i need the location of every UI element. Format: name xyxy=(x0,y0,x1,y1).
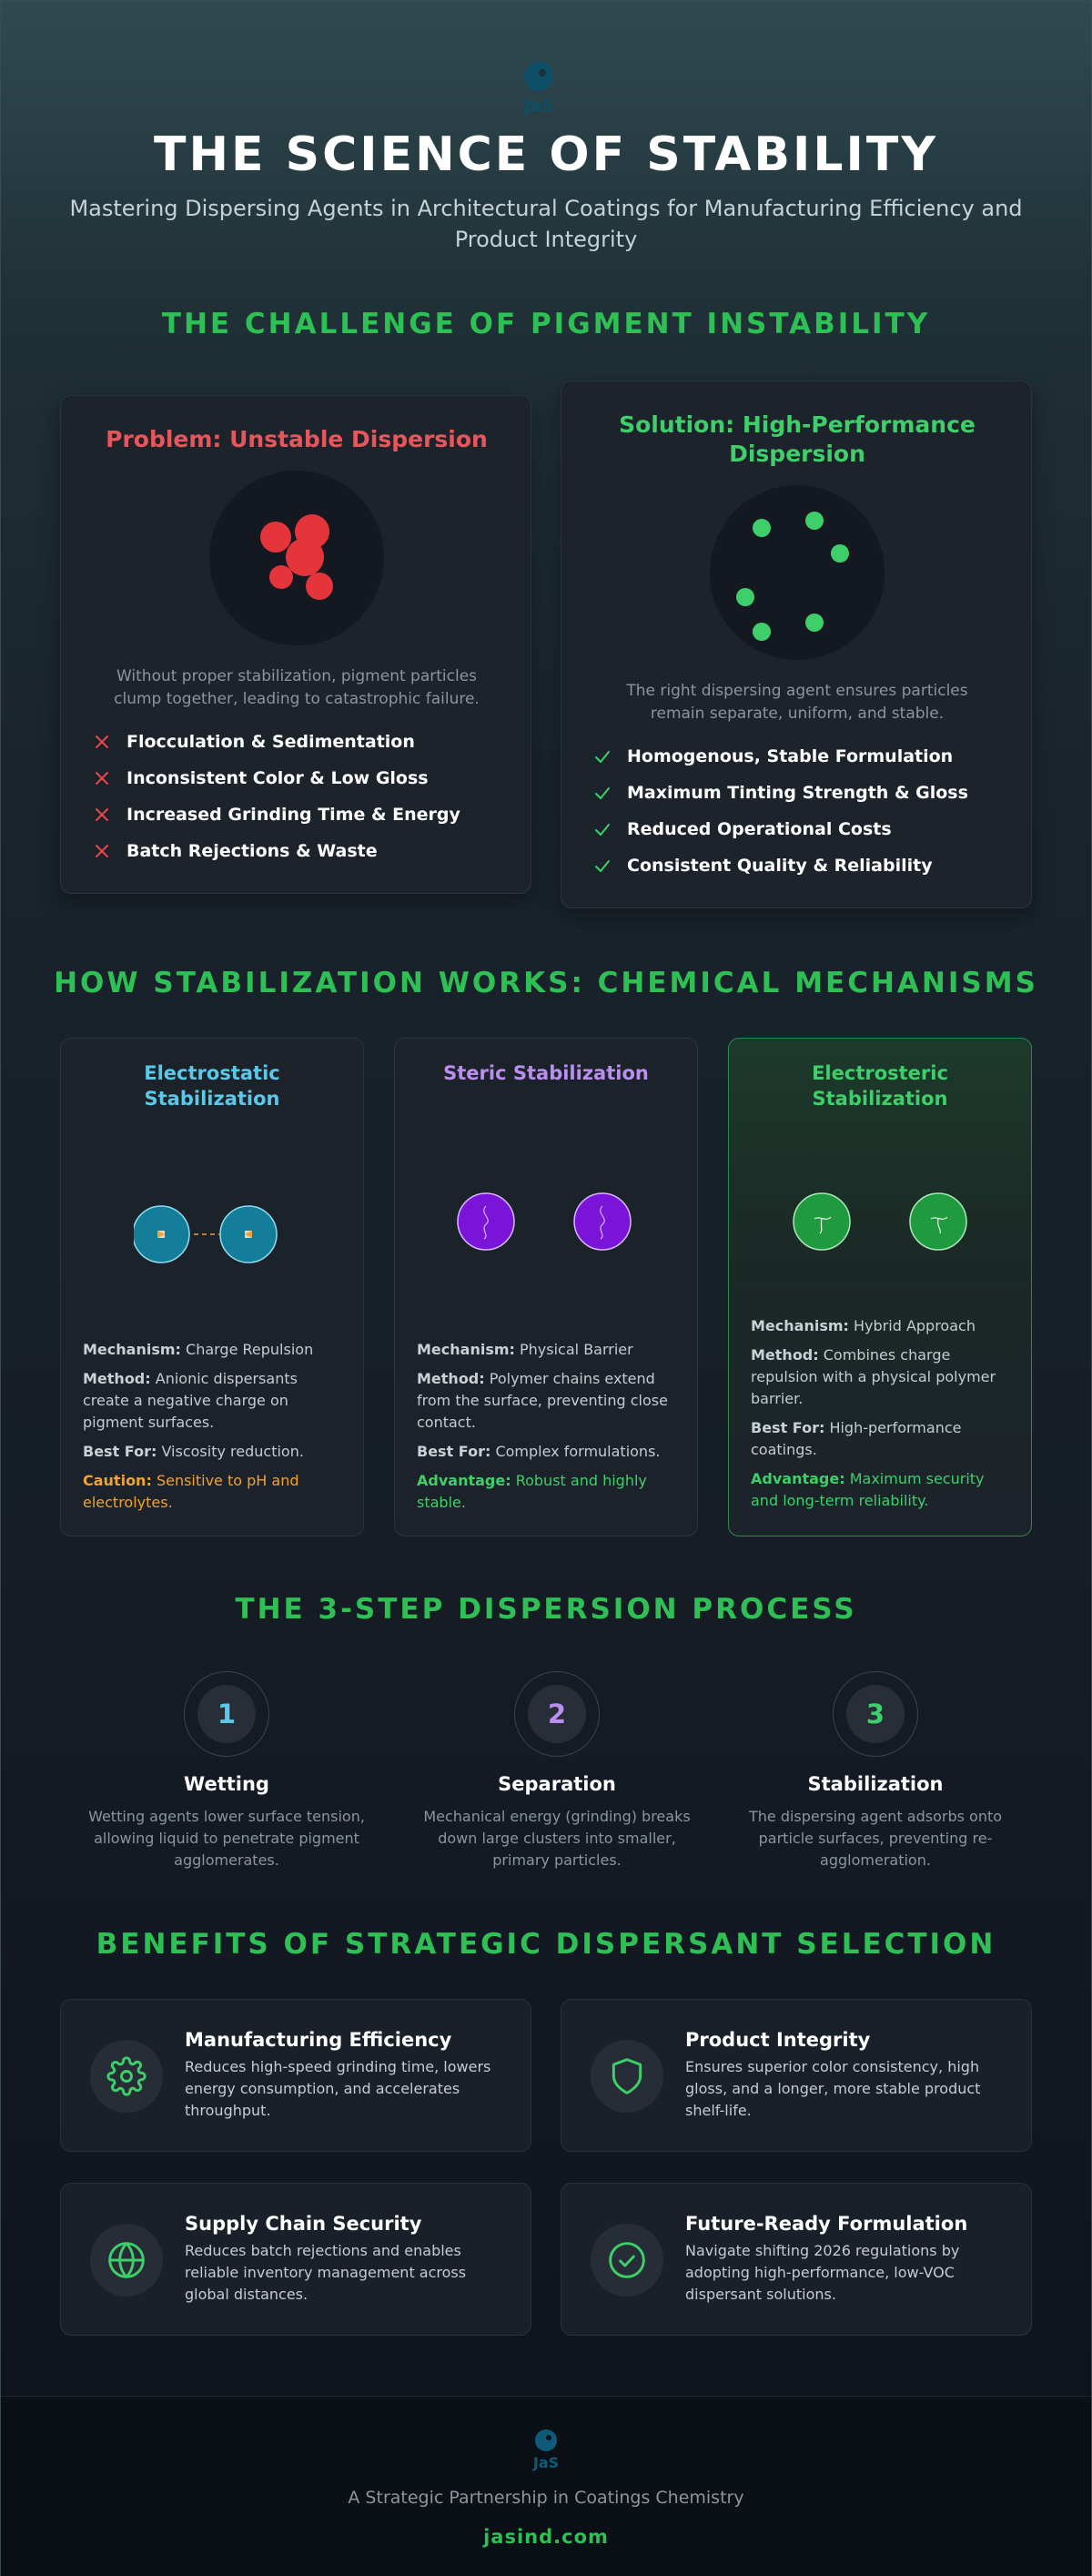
benefit-card-manufacturing: Manufacturing Efficiency Reduces high-sp… xyxy=(60,1999,531,2152)
step-3-title: Stabilization xyxy=(807,1773,944,1795)
benefit-description: Reduces high-speed grinding time, lowers… xyxy=(185,2058,491,2119)
step-1-badge: 1 xyxy=(184,1671,269,1757)
section-title-mechanisms: HOW STABILIZATION WORKS: CHEMICAL MECHAN… xyxy=(54,967,1038,999)
logo-top: JaS xyxy=(511,56,566,117)
benefit-description: Reduces batch rejections and enables rel… xyxy=(185,2242,467,2303)
globe-icon xyxy=(90,2224,163,2297)
problem-card: Problem: Unstable Dispersion Without pro… xyxy=(60,395,531,894)
x-icon xyxy=(96,808,108,821)
steric-illustration xyxy=(457,1192,632,1251)
footer-tagline: A Strategic Partnership in Coatings Chem… xyxy=(348,2488,744,2508)
solution-card: Solution: High-Performance Dispersion Th… xyxy=(561,380,1032,908)
list-item: Reduced Operational Costs xyxy=(592,811,968,847)
steric-card: Steric Stabilization Mechanism: Physical… xyxy=(394,1038,698,1536)
check-icon xyxy=(595,824,610,836)
section-title-process: THE 3-STEP DISPERSION PROCESS xyxy=(235,1593,857,1626)
x-icon xyxy=(96,735,108,748)
problem-title: Problem: Unstable Dispersion xyxy=(106,426,488,452)
check-icon xyxy=(595,787,610,799)
problem-description: Without proper stabilization, pigment pa… xyxy=(114,667,480,708)
solution-description: The right dispersing agent ensures parti… xyxy=(626,682,968,723)
step-3-badge: 3 xyxy=(833,1671,918,1757)
step-2-badge: 2 xyxy=(514,1671,600,1757)
shield-icon xyxy=(591,2040,663,2113)
check-circle-icon xyxy=(591,2224,663,2297)
list-item: Homogenous, Stable Formulation xyxy=(592,738,968,775)
electrosteric-title: Electrosteric Stabilization xyxy=(812,1062,948,1110)
footer-logo: JaS xyxy=(532,2429,559,2471)
list-item: Inconsistent Color & Low Gloss xyxy=(92,760,460,796)
step-2-description: Mechanical energy (grinding) breaks down… xyxy=(423,1808,691,1869)
check-icon xyxy=(595,751,610,763)
list-item: Consistent Quality & Reliability xyxy=(592,847,968,884)
electrostatic-title: Electrostatic Stabilization xyxy=(144,1062,280,1110)
problem-list: Flocculation & Sedimentation Inconsisten… xyxy=(92,724,460,869)
benefit-description: Ensures superior color consistency, high… xyxy=(685,2058,981,2119)
list-item: Maximum Tinting Strength & Gloss xyxy=(592,775,968,811)
step-1-title: Wetting xyxy=(184,1773,269,1795)
electrosteric-details: Mechanism: Hybrid Approach Method: Combi… xyxy=(751,1317,996,1509)
page-title: THE SCIENCE OF STABILITY xyxy=(154,127,938,182)
electrosteric-illustration xyxy=(793,1192,967,1251)
stable-particles-illustration xyxy=(710,485,885,660)
footer-logo-text: JaS xyxy=(532,2454,559,2471)
benefit-title: Future-Ready Formulation xyxy=(685,2213,968,2235)
footer-url-link[interactable]: jasind.com xyxy=(483,2526,609,2548)
x-icon xyxy=(96,845,108,857)
benefit-card-integrity: Product Integrity Ensures superior color… xyxy=(561,1999,1032,2152)
benefit-title: Product Integrity xyxy=(685,2029,871,2051)
benefit-title: Supply Chain Security xyxy=(185,2213,422,2235)
list-item: Increased Grinding Time & Energy xyxy=(92,796,460,833)
logo-top-text: JaS xyxy=(522,96,553,116)
check-icon xyxy=(595,860,610,872)
list-item: Batch Rejections & Waste xyxy=(92,833,460,869)
step-1-description: Wetting agents lower surface tension, al… xyxy=(88,1808,365,1869)
section-title-benefits: BENEFITS OF STRATEGIC DISPERSANT SELECTI… xyxy=(96,1928,996,1961)
page-subtitle: Mastering Dispersing Agents in Architect… xyxy=(69,196,1023,252)
x-icon xyxy=(96,772,108,785)
benefit-card-future-ready: Future-Ready Formulation Navigate shifti… xyxy=(561,2183,1032,2336)
solution-list: Homogenous, Stable Formulation Maximum T… xyxy=(592,738,968,884)
benefit-title: Manufacturing Efficiency xyxy=(185,2029,452,2051)
electrosteric-card: Electrosteric Stabilization Mechanism: H… xyxy=(728,1038,1032,1536)
electrostatic-illustration xyxy=(134,1205,278,1263)
gear-icon xyxy=(90,2040,163,2113)
electrostatic-card: Electrostatic Stabilization Mechanism: C… xyxy=(60,1038,364,1536)
step-3-description: The dispersing agent adsorbs onto partic… xyxy=(748,1808,1003,1869)
electrostatic-details: Mechanism: Charge Repulsion Method: Anio… xyxy=(83,1341,314,1511)
benefit-card-supply-chain: Supply Chain Security Reduces batch reje… xyxy=(60,2183,531,2336)
section-title-challenge: THE CHALLENGE OF PIGMENT INSTABILITY xyxy=(161,308,931,340)
footer: JaS A Strategic Partnership in Coatings … xyxy=(1,2396,1091,2576)
benefit-description: Navigate shifting 2026 regulations by ad… xyxy=(685,2242,960,2303)
solution-title: Solution: High-Performance Dispersion xyxy=(619,411,976,467)
step-2-title: Separation xyxy=(498,1773,616,1795)
steric-title: Steric Stabilization xyxy=(443,1062,649,1084)
unstable-particles-illustration xyxy=(209,471,384,645)
list-item: Flocculation & Sedimentation xyxy=(92,724,460,760)
steric-details: Mechanism: Physical Barrier Method: Poly… xyxy=(417,1341,668,1511)
